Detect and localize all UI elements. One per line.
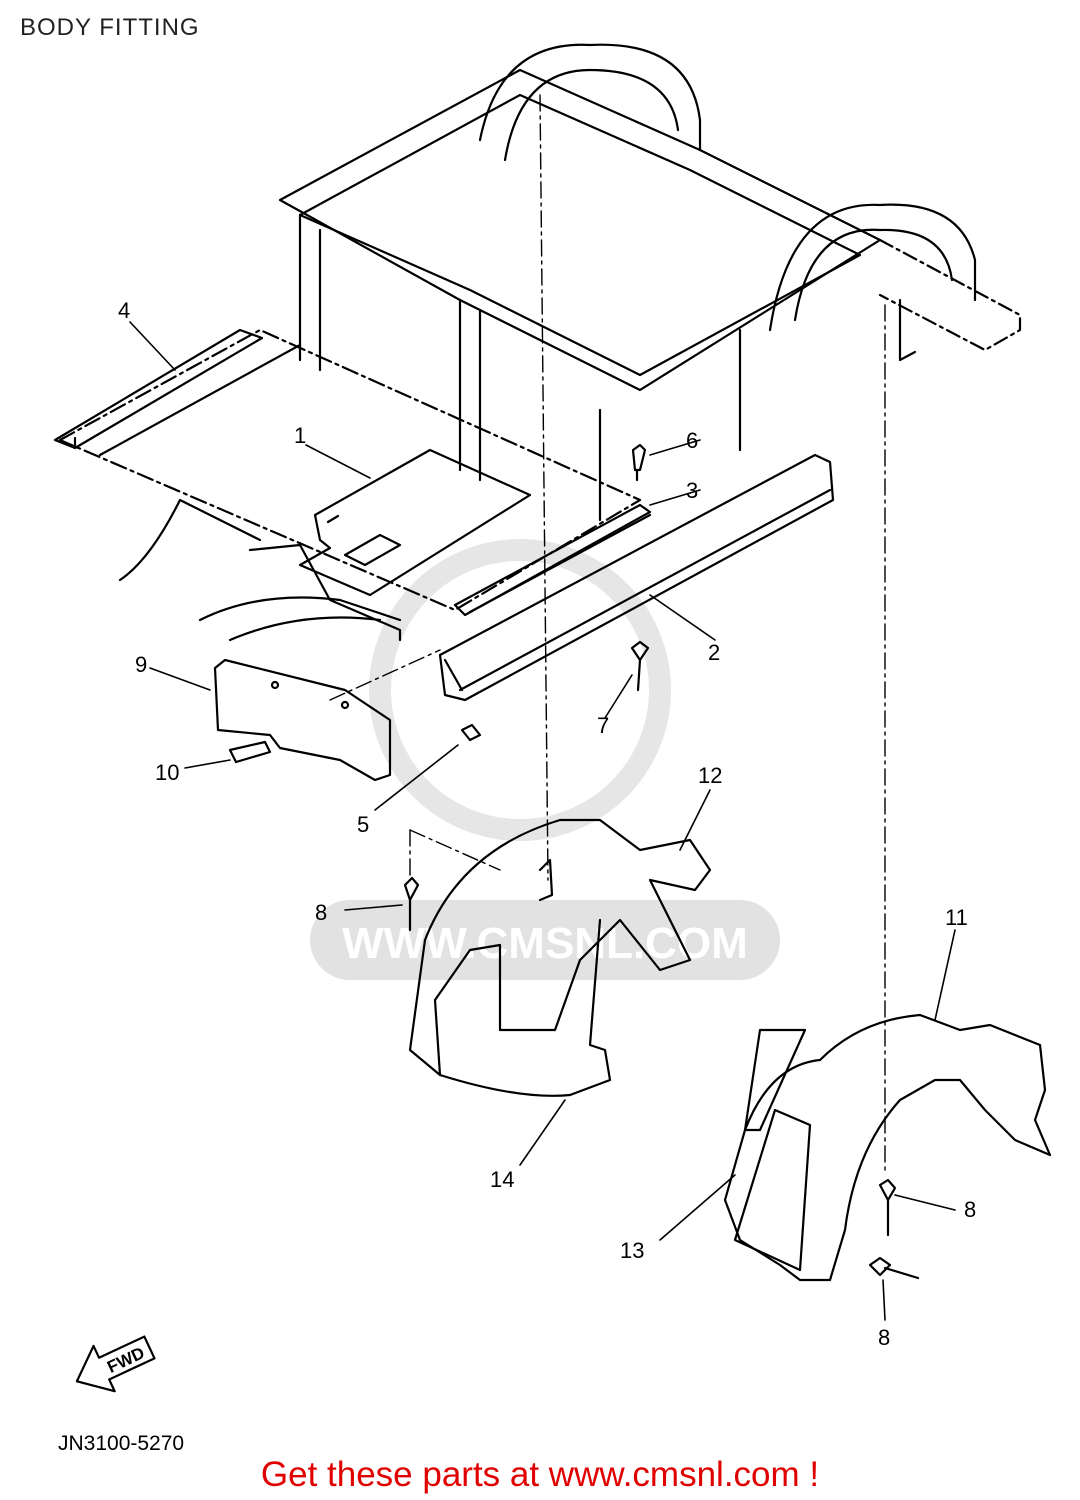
callout-11: 11: [945, 905, 968, 930]
alignment-lines: [329, 94, 886, 1171]
callout-5: 5: [357, 812, 369, 837]
callout-7: 7: [597, 713, 609, 738]
part-1-floor-plate: [298, 448, 532, 597]
part-14-fender: [408, 818, 712, 1097]
callout-6: 6: [686, 428, 698, 453]
callout-3: 3: [686, 478, 698, 503]
callout-14: 14: [490, 1167, 514, 1192]
footer-link[interactable]: Get these parts at www.cmsnl.com !: [260, 1455, 820, 1494]
callout-1: 1: [294, 423, 306, 448]
callout-10: 10: [155, 760, 179, 785]
leader-lines: [129, 321, 956, 1321]
callout-8a: 8: [315, 900, 327, 925]
diagram-code: JN3100-5270: [58, 1432, 185, 1455]
part-2-side-beam: [438, 453, 835, 702]
callout-labels: 4 1 6 3 2 9 10 7 5 12 8 11 14 13 8 8: [118, 298, 976, 1350]
page-title: BODY FITTING: [20, 14, 200, 41]
fasteners: [228, 443, 920, 1280]
callout-2: 2: [708, 640, 720, 665]
part-9-bracket: [213, 658, 392, 782]
callout-13: 13: [620, 1238, 644, 1263]
frame: [53, 43, 1022, 642]
callout-4: 4: [118, 298, 130, 323]
fwd-arrow-icon: FWD: [75, 1335, 156, 1393]
callout-12: 12: [698, 763, 722, 788]
callout-8c: 8: [878, 1325, 890, 1350]
callout-9: 9: [135, 652, 147, 677]
callout-8b: 8: [964, 1197, 976, 1222]
part-11-13-fender: [723, 1013, 1052, 1282]
part-3-rail: [453, 503, 652, 617]
